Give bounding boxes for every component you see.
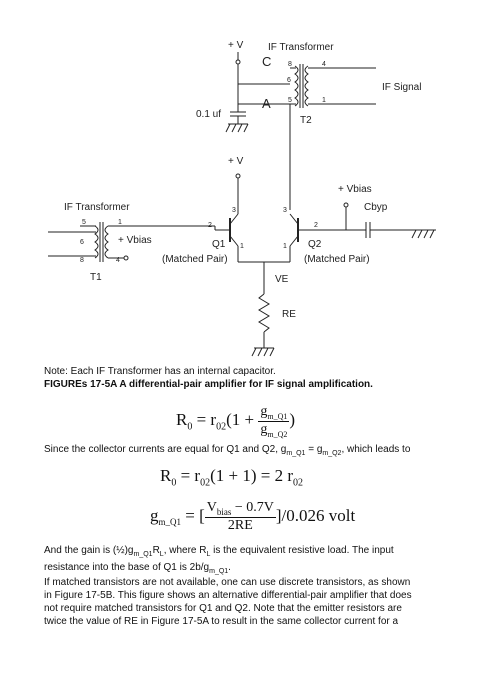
matched-pair-right: (Matched Pair) bbox=[304, 254, 370, 265]
figure-note: Note: Each IF Transformer has an interna… bbox=[44, 366, 276, 377]
para-line: in Figure 17-5B. This figure shows an al… bbox=[44, 590, 412, 601]
since-line: Since the collector currents are equal f… bbox=[44, 444, 411, 457]
t2-primary-coil bbox=[294, 65, 299, 107]
node-c-label: C bbox=[262, 54, 271, 69]
re-resistor bbox=[258, 293, 270, 333]
cbyp-label: Cbyp bbox=[364, 202, 388, 213]
q1-pin1: 1 bbox=[240, 243, 244, 250]
q2-transistor bbox=[289, 213, 313, 247]
if-transformer-left-label: IF Transformer bbox=[64, 202, 130, 213]
q1-pin3: 3 bbox=[232, 207, 236, 214]
t1-pin4: 4 bbox=[116, 257, 120, 264]
plus-v-top-label: + V bbox=[228, 40, 244, 51]
para-line: twice the value of RE in Figure 17-5A to… bbox=[44, 616, 399, 627]
t1-pin1: 1 bbox=[118, 219, 122, 226]
q1-transistor bbox=[215, 213, 239, 247]
t2-label: T2 bbox=[300, 115, 312, 126]
q2-pin1: 1 bbox=[283, 243, 287, 250]
t1-secondary-coil bbox=[104, 225, 109, 259]
t1-pin6: 6 bbox=[80, 239, 84, 246]
t1-primary-coil bbox=[94, 225, 99, 259]
q2-pin2: 2 bbox=[314, 222, 318, 229]
t1-pin8: 8 bbox=[80, 257, 84, 264]
t2-pin4: 4 bbox=[322, 61, 326, 68]
t2-pin1: 1 bbox=[322, 97, 326, 104]
q2-label: Q2 bbox=[308, 239, 322, 250]
circuit-schematic: + V IF Transformer C 8 4 6 5 1 IF Signal… bbox=[48, 40, 436, 357]
t2-secondary-coil bbox=[304, 65, 309, 107]
ve-label: VE bbox=[275, 274, 289, 285]
re-label: RE bbox=[282, 309, 296, 320]
q1-label: Q1 bbox=[212, 239, 226, 250]
t1-label: T1 bbox=[90, 272, 102, 283]
figure-caption: FIGUREs 17-5A A differential-pair amplif… bbox=[44, 379, 373, 390]
matched-pair-left: (Matched Pair) bbox=[162, 254, 228, 265]
equation-2: R0 = r02(1 + 1) = 2 r02 bbox=[160, 466, 304, 489]
cap-label: 0.1 uf bbox=[196, 109, 221, 120]
vbias-left-label: + Vbias bbox=[118, 235, 152, 246]
plus-v-mid-label: + V bbox=[228, 156, 244, 167]
if-transformer-top-label: IF Transformer bbox=[268, 42, 334, 53]
t2-pin6: 6 bbox=[287, 77, 291, 84]
para-line: not require matched transistors for Q1 a… bbox=[44, 603, 402, 614]
para-line: If matched transistors are not available… bbox=[44, 577, 411, 588]
paragraph-discrete: If matched transistors are not available… bbox=[44, 576, 444, 628]
q2-pin3: 3 bbox=[283, 207, 287, 214]
t1-pin5: 5 bbox=[82, 219, 86, 226]
t2-pin5: 5 bbox=[288, 97, 292, 104]
paragraph-gain: And the gain is (½)gm_Q1RL, where RL is … bbox=[44, 545, 394, 575]
if-signal-label: IF Signal bbox=[382, 82, 421, 93]
t2-pin8: 8 bbox=[288, 61, 292, 68]
vbias-right-label: + Vbias bbox=[338, 184, 372, 195]
